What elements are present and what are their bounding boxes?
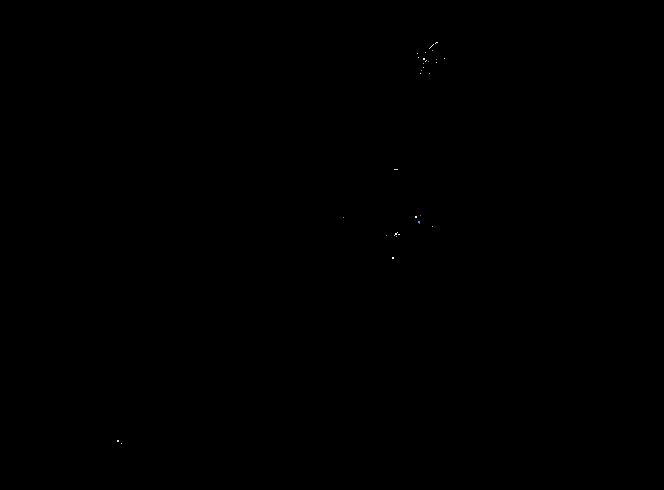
star-speck (418, 221, 420, 223)
star-speck (425, 61, 426, 62)
star-speck (430, 47, 431, 48)
star-speck (121, 443, 122, 444)
star-speck (421, 70, 422, 71)
star-speck (436, 62, 437, 63)
star-speck (428, 61, 429, 62)
star-speck (433, 44, 434, 45)
star-speck (431, 46, 432, 47)
star-speck (423, 58, 425, 60)
star-speck (392, 257, 394, 259)
star-speck (429, 48, 430, 49)
star-speck (397, 232, 398, 233)
star-speck (343, 217, 344, 218)
star-speck (436, 42, 438, 43)
star-speck (415, 216, 417, 218)
star-speck (417, 53, 418, 54)
star-speck (423, 67, 424, 68)
star-speck (432, 226, 433, 227)
star-speck (435, 43, 436, 44)
star-speck (398, 234, 400, 235)
star-speck (420, 73, 421, 74)
star-speck (419, 223, 420, 224)
star-speck (436, 59, 437, 60)
star-speck (394, 169, 398, 170)
star-speck (432, 45, 433, 46)
star-speck (432, 50, 433, 51)
star-speck (425, 52, 426, 53)
star-speck (418, 57, 419, 58)
star-speck (420, 215, 421, 216)
star-speck (429, 73, 430, 74)
star-speck (386, 235, 387, 236)
star-speck (394, 235, 395, 236)
star-speck (426, 60, 427, 61)
star-speck (117, 440, 119, 442)
star-speck (444, 58, 445, 59)
star-speck (423, 63, 424, 64)
star-speck (396, 236, 397, 237)
star-speck (395, 233, 397, 235)
